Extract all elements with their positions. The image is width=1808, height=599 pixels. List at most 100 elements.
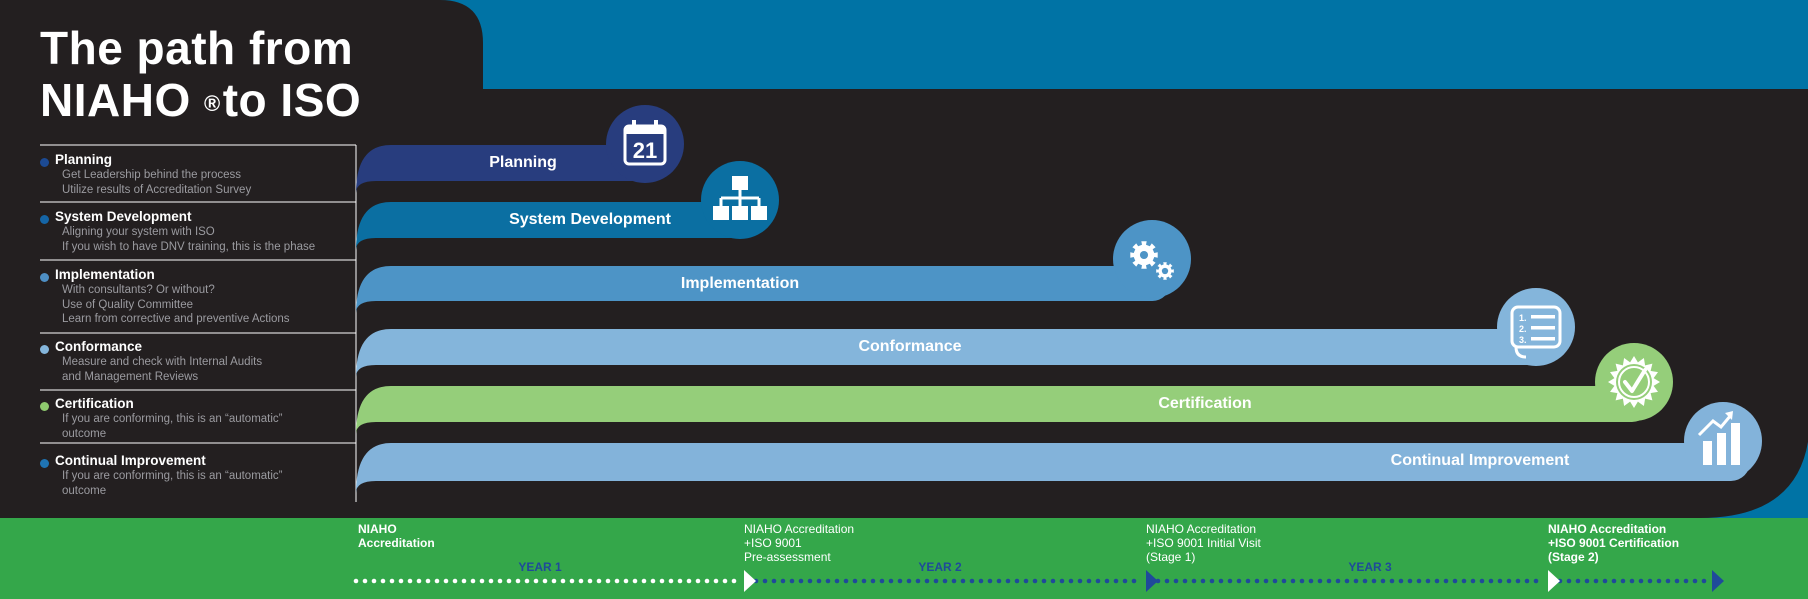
phase-band-label: System Development	[509, 211, 671, 228]
timeline-dot	[497, 578, 503, 584]
timeline-dot	[1218, 578, 1224, 584]
timeline-dot	[798, 578, 804, 584]
timeline-dot	[1629, 578, 1635, 584]
timeline-dot	[1674, 578, 1680, 584]
milestone-line: +ISO 9001 Initial Visit	[1146, 536, 1261, 550]
calendar-day-number: 21	[633, 138, 657, 163]
timeline-dot	[1593, 578, 1599, 584]
timeline-dot	[1263, 578, 1269, 584]
timeline-dot	[933, 578, 939, 584]
gears-icon	[1130, 241, 1174, 280]
legend-item-line: Measure and check with Internal Audits	[62, 356, 263, 368]
timeline-dot	[1407, 578, 1413, 584]
timeline-dot	[722, 578, 728, 584]
timeline-dot	[434, 578, 440, 584]
timeline-dot	[996, 578, 1002, 584]
legend-item-line: Learn from corrective and preventive Act…	[62, 313, 290, 325]
timeline-dot	[614, 578, 620, 584]
timeline-dot	[398, 578, 404, 584]
phase-band-shape	[356, 329, 1558, 377]
timeline-dot	[1479, 578, 1485, 584]
timeline-dot	[452, 578, 458, 584]
milestone-line: +ISO 9001 Certification	[1548, 536, 1680, 550]
timeline-dot	[1425, 578, 1431, 584]
timeline-dot	[605, 578, 611, 584]
legend-item-line: If you wish to have DNV training, this i…	[62, 240, 316, 253]
timeline-dot	[1434, 578, 1440, 584]
milestone-line: Pre-assessment	[744, 550, 831, 564]
timeline-dot	[879, 578, 885, 584]
timeline-arrowhead	[1712, 570, 1724, 592]
timeline-dot	[650, 578, 656, 584]
timeline-dot	[1416, 578, 1422, 584]
timeline-band	[0, 518, 1808, 599]
legend-item-line: With consultants? Or without?	[62, 284, 215, 296]
timeline-dot	[362, 578, 368, 584]
phase-band-1: 21	[356, 105, 684, 193]
timeline-dot	[1335, 578, 1341, 584]
timeline-dot	[1131, 578, 1137, 584]
timeline-dot	[1317, 578, 1323, 584]
title-niaho: NIAHO	[40, 74, 191, 126]
timeline-dot	[1104, 578, 1110, 584]
timeline-dot	[1656, 578, 1662, 584]
timeline-dot	[816, 578, 822, 584]
legend-item-title: Continual Improvement	[55, 453, 206, 468]
org-chart-icon	[713, 176, 767, 220]
timeline-dot	[951, 578, 957, 584]
timeline-year-label: YEAR 2	[918, 560, 962, 574]
timeline-dot	[1452, 578, 1458, 584]
timeline-dot	[924, 578, 930, 584]
timeline-dot	[551, 578, 557, 584]
timeline-dot	[1032, 578, 1038, 584]
timeline-dot	[353, 578, 359, 584]
timeline-dot	[731, 578, 737, 584]
milestone-line: NIAHO Accreditation	[1146, 522, 1257, 536]
timeline-dot	[960, 578, 966, 584]
timeline-dot	[1299, 578, 1305, 584]
page-title: The path from NIAHO ®to ISO	[40, 22, 361, 126]
timeline-dot	[942, 578, 948, 584]
phase-band-3	[356, 220, 1191, 313]
timeline-dot	[1692, 578, 1698, 584]
timeline-dot	[1602, 578, 1608, 584]
timeline-dot	[1389, 578, 1395, 584]
timeline-dot	[1701, 578, 1707, 584]
timeline-dot	[695, 578, 701, 584]
timeline-dot	[1086, 578, 1092, 584]
timeline-dot	[969, 578, 975, 584]
legend-item-title: Planning	[55, 152, 112, 167]
timeline-dot	[578, 578, 584, 584]
timeline-dot	[1236, 578, 1242, 584]
timeline-dot	[1506, 578, 1512, 584]
timeline-dot	[1524, 578, 1530, 584]
timeline-dot	[560, 578, 566, 584]
milestone-line: NIAHO	[358, 522, 397, 536]
legend-item-line: Utilize results of Accreditation Survey	[62, 183, 252, 196]
timeline-dot	[1077, 578, 1083, 584]
timeline-dot	[1254, 578, 1260, 584]
timeline-dot	[1182, 578, 1188, 584]
timeline-dot	[416, 578, 422, 584]
phase-band-shape	[356, 202, 760, 250]
timeline-dot	[1362, 578, 1368, 584]
certification-seal-icon	[1608, 356, 1660, 408]
timeline-dot	[1095, 578, 1101, 584]
timeline-dot	[407, 578, 413, 584]
timeline-dot	[1344, 578, 1350, 584]
phase-band-4: 1.2.3.	[356, 288, 1575, 377]
timeline-dot	[1041, 578, 1047, 584]
timeline-dot	[780, 578, 786, 584]
timeline-dot	[852, 578, 858, 584]
timeline-dot	[1443, 578, 1449, 584]
timeline-dot	[843, 578, 849, 584]
legend-item-line: If you are conforming, this is an “autom…	[62, 470, 283, 482]
milestone-line: NIAHO Accreditation	[1548, 522, 1667, 536]
legend-item-line: and Management Reviews	[62, 370, 199, 383]
timeline-dot	[1068, 578, 1074, 584]
legend-item-title: Conformance	[55, 339, 143, 354]
